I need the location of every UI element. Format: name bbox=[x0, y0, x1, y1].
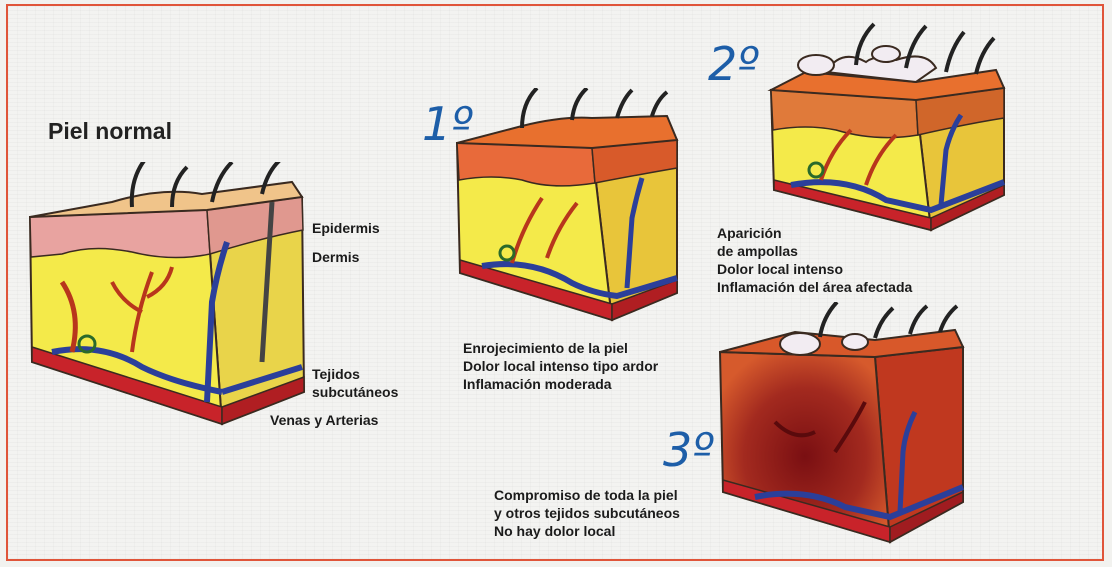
label-dermis: Dermis bbox=[312, 248, 359, 266]
label-vessels: Venas y Arterias bbox=[270, 411, 378, 429]
label-subcutaneous: Tejidos subcutáneos bbox=[312, 365, 398, 401]
third-degree-mark: 3º bbox=[663, 423, 714, 477]
first-degree-description: Enrojecimiento de la piel Dolor local in… bbox=[463, 339, 658, 393]
second-degree-illustration bbox=[766, 20, 1016, 235]
second-degree-mark: 2º bbox=[708, 37, 759, 91]
first-degree-illustration bbox=[452, 88, 692, 328]
page-title: Piel normal bbox=[48, 118, 172, 145]
third-degree-illustration bbox=[715, 302, 975, 552]
third-degree-description: Compromiso de toda la piel y otros tejid… bbox=[494, 486, 680, 540]
label-epidermis: Epidermis bbox=[312, 219, 380, 237]
normal-skin-illustration bbox=[22, 162, 322, 442]
second-degree-description: Aparición de ampollas Dolor local intens… bbox=[717, 224, 912, 296]
